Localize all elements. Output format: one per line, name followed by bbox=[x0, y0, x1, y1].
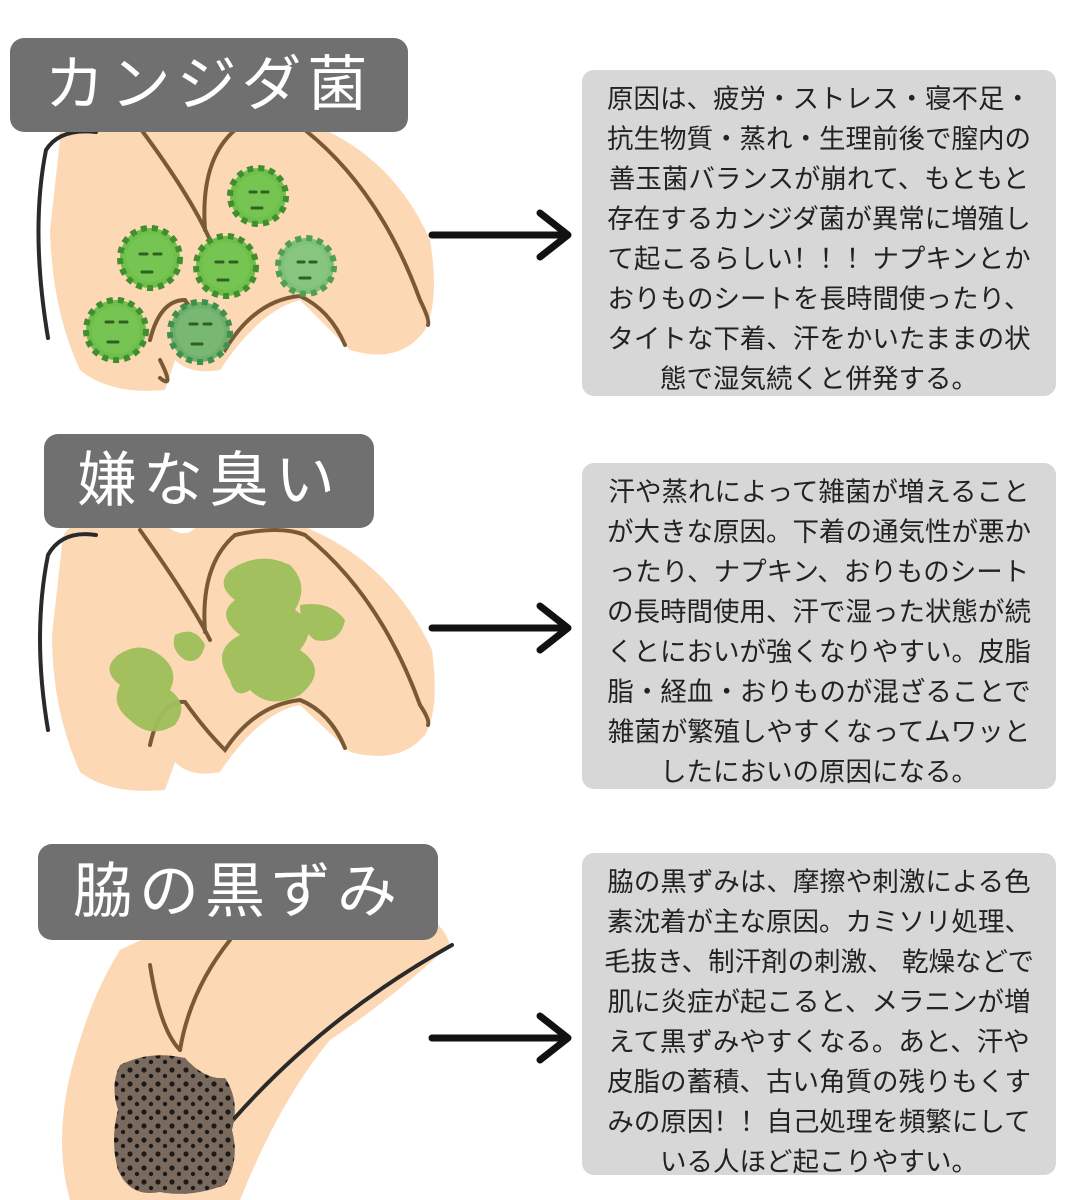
arrow-right-icon bbox=[428, 209, 572, 261]
description-line: タイトな下着、汗をかいたままの状 bbox=[607, 324, 1031, 355]
crotch-line bbox=[148, 293, 347, 354]
description-line: 態で湿気続くと併発する。 bbox=[660, 364, 978, 395]
section-candida: カンジダ菌 原因は、疲労・ストレス・寝不足・ 抗生物質・蒸れ・生理前後で膣内の … bbox=[0, 0, 1067, 400]
description-line: ったり、ナプキン、おりものシート bbox=[608, 557, 1030, 588]
description-line: 汗や蒸れによって雑菌が増えること bbox=[608, 477, 1030, 508]
underarm-illustration bbox=[62, 898, 454, 1200]
germ-icon bbox=[275, 235, 337, 297]
arm-line bbox=[178, 938, 232, 1052]
section-odor: 嫌な臭い 汗や蒸れによって雑菌が増えること が大きな原因。下着の通気性が悪か っ… bbox=[0, 400, 1067, 800]
smell-cloud-icon bbox=[109, 558, 345, 732]
crotch-line-lower bbox=[158, 358, 170, 384]
germ-icon bbox=[117, 225, 183, 291]
arrow-right-icon bbox=[428, 602, 572, 654]
description-line: 皮脂の蓄積、古い角質の残りもくす bbox=[607, 1067, 1031, 1098]
description-line: て起こるらしい！！！ナプキンとか bbox=[607, 244, 1031, 275]
description-line: 素沈着が主な原因。カミソリ処理、 bbox=[607, 907, 1031, 938]
description-line: の長時間使用、汗で湿った状態が続 bbox=[607, 597, 1031, 628]
description-line: 毛抜き、制汗剤の刺激、 乾燥などで bbox=[603, 947, 1035, 978]
description-line: が大きな原因。下着の通気性が悪か bbox=[607, 517, 1031, 548]
germ-icon bbox=[83, 297, 149, 363]
germ-icon bbox=[227, 165, 289, 227]
description-odor: 汗や蒸れによって雑菌が増えること が大きな原因。下着の通気性が悪か ったり、ナプ… bbox=[582, 463, 1056, 789]
title-candida: カンジダ菌 bbox=[10, 38, 408, 132]
title-underarm: 脇の黒ずみ bbox=[38, 844, 438, 940]
title-odor: 嫌な臭い bbox=[44, 434, 374, 528]
description-line: 抗生物質・蒸れ・生理前後で膣内の bbox=[607, 124, 1031, 155]
odor-illustration bbox=[38, 511, 435, 791]
germ-icon bbox=[167, 299, 233, 365]
description-line: えて黒ずみやすくなる。あと、汗や bbox=[608, 1027, 1030, 1058]
description-underarm: 脇の黒ずみは、摩擦や刺激による色 素沈着が主な原因。カミソリ処理、 毛抜き、制汗… bbox=[582, 853, 1056, 1178]
section-underarm: 脇の黒ずみ 脇の黒ずみは、摩擦や刺激による色 素沈着が主な原因。カミソリ処理、 … bbox=[0, 800, 1067, 1200]
description-line: 脂・経血・おりものが混ざることで bbox=[607, 677, 1031, 708]
description-line: いる人ほど起こりやすい。 bbox=[660, 1147, 978, 1178]
description-line: 善玉菌バランスが崩れて、もともと bbox=[608, 164, 1030, 195]
body-outline bbox=[38, 532, 98, 732]
leg-line-right bbox=[202, 528, 431, 727]
description-line: くとにおいが強くなりやすい。皮脂 bbox=[607, 637, 1031, 668]
arrow-right-icon bbox=[428, 1012, 572, 1064]
description-line: 肌に炎症が起こると、メラニンが増 bbox=[607, 987, 1031, 1018]
description-line: 原因は、疲労・ストレス・寝不足・ bbox=[607, 84, 1031, 115]
germ-icon bbox=[193, 233, 259, 299]
description-line: みの原因！！自己処理を頻繁にして bbox=[607, 1107, 1031, 1138]
body-outline bbox=[36, 129, 98, 340]
description-line: 雑菌が繁殖しやすくなってムワッと bbox=[607, 717, 1031, 748]
description-line: 存在するカンジダ菌が異常に増殖し bbox=[607, 204, 1031, 235]
description-candida: 原因は、疲労・ストレス・寝不足・ 抗生物質・蒸れ・生理前後で膣内の 善玉菌バラン… bbox=[582, 70, 1056, 396]
description-line: したにおいの原因になる。 bbox=[660, 757, 978, 788]
description-line: 脇の黒ずみは、摩擦や刺激による色 bbox=[607, 867, 1031, 898]
description-line: おりものシートを長時間使ったり、 bbox=[607, 284, 1031, 315]
candida-illustration bbox=[36, 100, 434, 391]
leg-line-right bbox=[202, 123, 431, 327]
dark-spot-area bbox=[114, 1055, 235, 1194]
arm-line bbox=[148, 963, 182, 1052]
